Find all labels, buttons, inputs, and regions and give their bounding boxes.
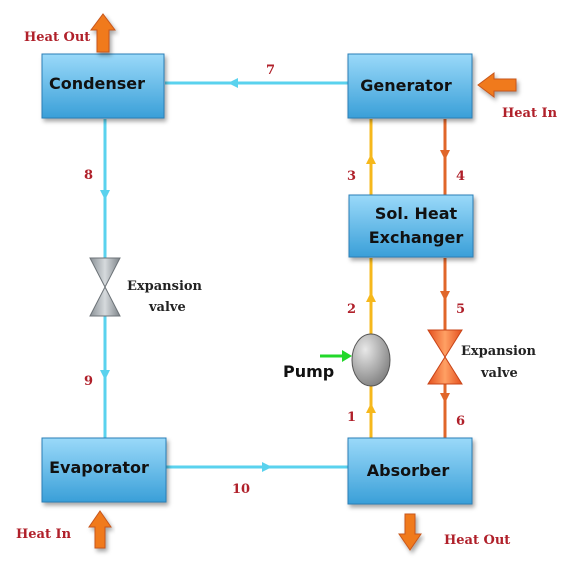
generator-box: [347, 53, 473, 119]
solution-heat-exchanger-box: [348, 194, 474, 258]
expansion-valve-right-label-1: Expansion: [461, 344, 537, 359]
stream-6-number: 6: [456, 414, 465, 429]
heat-in-bottom-label: Heat In: [16, 527, 72, 542]
expansion-valve-right-icon: [427, 329, 463, 385]
heat-out-bottom-label: Heat Out: [444, 533, 510, 548]
shx-label-line2: Exchanger: [369, 228, 464, 247]
stream-6-arrowhead: [440, 393, 450, 403]
stream-7-number: 7: [266, 63, 275, 78]
condenser-box: [41, 53, 165, 119]
expansion-valve-left-icon: [89, 257, 121, 317]
stream-7-arrowhead: [228, 78, 238, 88]
pump-icon: [351, 333, 391, 387]
stream-10-number: 10: [232, 482, 250, 497]
stream-8-number: 8: [84, 168, 93, 183]
absorber-box: [347, 437, 473, 505]
heat-out-top-label: Heat Out: [24, 30, 90, 45]
stream-10-arrowhead: [262, 462, 272, 472]
expansion-valve-right-label-2: valve: [480, 366, 518, 381]
evaporator-box: [41, 437, 167, 503]
stream-1-arrowhead: [366, 403, 376, 413]
stream-5-arrowhead: [440, 291, 450, 301]
stream-9-number: 9: [84, 374, 93, 389]
stream-3-number: 3: [347, 169, 356, 184]
expansion-valve-left-label-2: valve: [148, 300, 186, 315]
pump-label: Pump: [283, 362, 334, 381]
heat-out-bottom-arrow-icon: [398, 513, 422, 551]
pump-input-arrowhead: [342, 350, 352, 362]
heat-in-bottom-arrow-icon: [88, 510, 112, 549]
heat-out-top-arrow-icon: [90, 13, 116, 53]
stream-2-arrowhead: [366, 292, 376, 302]
stream-4-arrowhead: [440, 150, 450, 160]
stream-1-number: 1: [347, 410, 356, 425]
expansion-valve-left-label-1: Expansion: [127, 279, 203, 294]
absorber-label: Absorber: [367, 461, 450, 480]
stream-3-arrowhead: [366, 154, 376, 164]
evaporator-label: Evaporator: [49, 458, 149, 477]
condenser-label: Condenser: [49, 74, 145, 93]
stream-4-number: 4: [456, 169, 465, 184]
stream-2-number: 2: [347, 302, 356, 317]
stream-9-arrowhead: [100, 370, 110, 380]
stream-5-number: 5: [456, 302, 465, 317]
heat-in-right-arrow-icon: [477, 72, 517, 98]
generator-label: Generator: [360, 76, 452, 95]
shx-label-line1: Sol. Heat: [375, 204, 458, 223]
heat-in-right-label: Heat In: [502, 106, 558, 121]
stream-8-arrowhead: [100, 190, 110, 200]
